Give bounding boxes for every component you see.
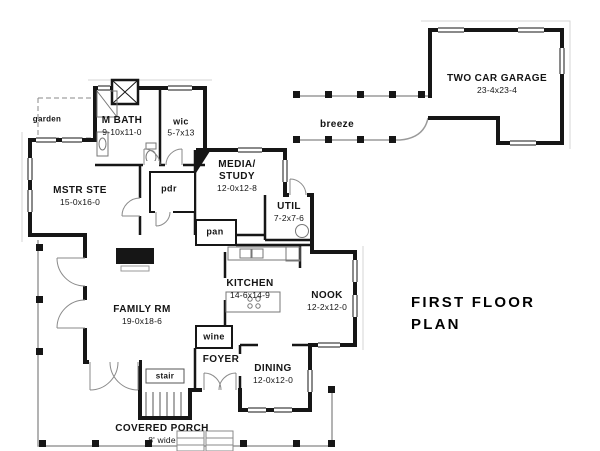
stair-treads	[145, 368, 185, 416]
room-name: breeze	[319, 119, 355, 131]
room-dims: 5-7x13	[167, 127, 195, 138]
room-name: FOYER	[202, 354, 240, 366]
room-dims: 23-4x23-4	[476, 84, 518, 95]
room-name: UTIL	[277, 201, 301, 213]
room-label-breeze: breeze	[320, 119, 354, 131]
room-dims: 7-2x7-6	[273, 212, 305, 223]
room-dims: 8' wide	[148, 434, 176, 445]
room-label-foyer: FOYER	[203, 354, 239, 366]
room-name: MEDIA/ STUDY	[218, 159, 256, 182]
windows	[26, 26, 566, 414]
room-name: KITCHEN	[226, 278, 274, 290]
room-label-garden: garden	[33, 114, 61, 123]
media-door-leaf	[196, 148, 212, 173]
bath-fixtures	[96, 90, 157, 164]
room-name: MSTR STE	[53, 185, 107, 197]
room-dims: 15-0x16-0	[59, 196, 101, 207]
room-dims: 12-0x12-8	[216, 182, 258, 193]
room-name: wine	[203, 331, 225, 342]
porch-columns	[36, 91, 425, 447]
room-name: DINING	[254, 363, 292, 375]
room-name: M BATH	[101, 115, 143, 127]
eave-lines	[21, 20, 571, 350]
kitchen-fixtures	[225, 246, 301, 313]
room-name: FAMILY RM	[113, 304, 171, 316]
fireplace	[116, 248, 154, 272]
utility-fixture	[295, 224, 309, 238]
garage-walls	[426, 28, 564, 145]
room-name: garden	[32, 114, 62, 124]
room-name: TWO CAR GARAGE	[446, 73, 548, 85]
room-dims: 14-6x14-9	[229, 289, 271, 300]
closet-boxes	[149, 171, 237, 349]
room-dims: 12-2x12-0	[306, 301, 348, 312]
room-label-stair: stair	[156, 371, 174, 380]
room-label-pan: pan	[206, 227, 223, 238]
pantry-box	[195, 219, 237, 246]
room-name: COVERED PORCH	[115, 423, 209, 435]
doors	[56, 148, 307, 394]
wine-box	[195, 325, 233, 349]
room-name: pdr	[161, 183, 177, 194]
room-name: wic	[173, 116, 189, 127]
room-dims: 19-0x18-6	[121, 315, 163, 326]
plan-title: FIRST FLOOR PLAN	[411, 294, 536, 333]
chimney	[110, 78, 140, 106]
powder-room-box	[149, 171, 196, 213]
room-dims: 12-0x12-0	[252, 374, 294, 385]
room-name: pan	[206, 226, 224, 237]
entry-steps	[176, 430, 234, 451]
room-label-wine: wine	[203, 332, 225, 343]
breezeway-lines	[300, 95, 429, 141]
room-name: stair	[155, 371, 175, 381]
room-name: NOOK	[311, 290, 343, 302]
room-label-pdr: pdr	[161, 184, 177, 195]
room-dims: 9-10x11-0	[102, 126, 142, 137]
